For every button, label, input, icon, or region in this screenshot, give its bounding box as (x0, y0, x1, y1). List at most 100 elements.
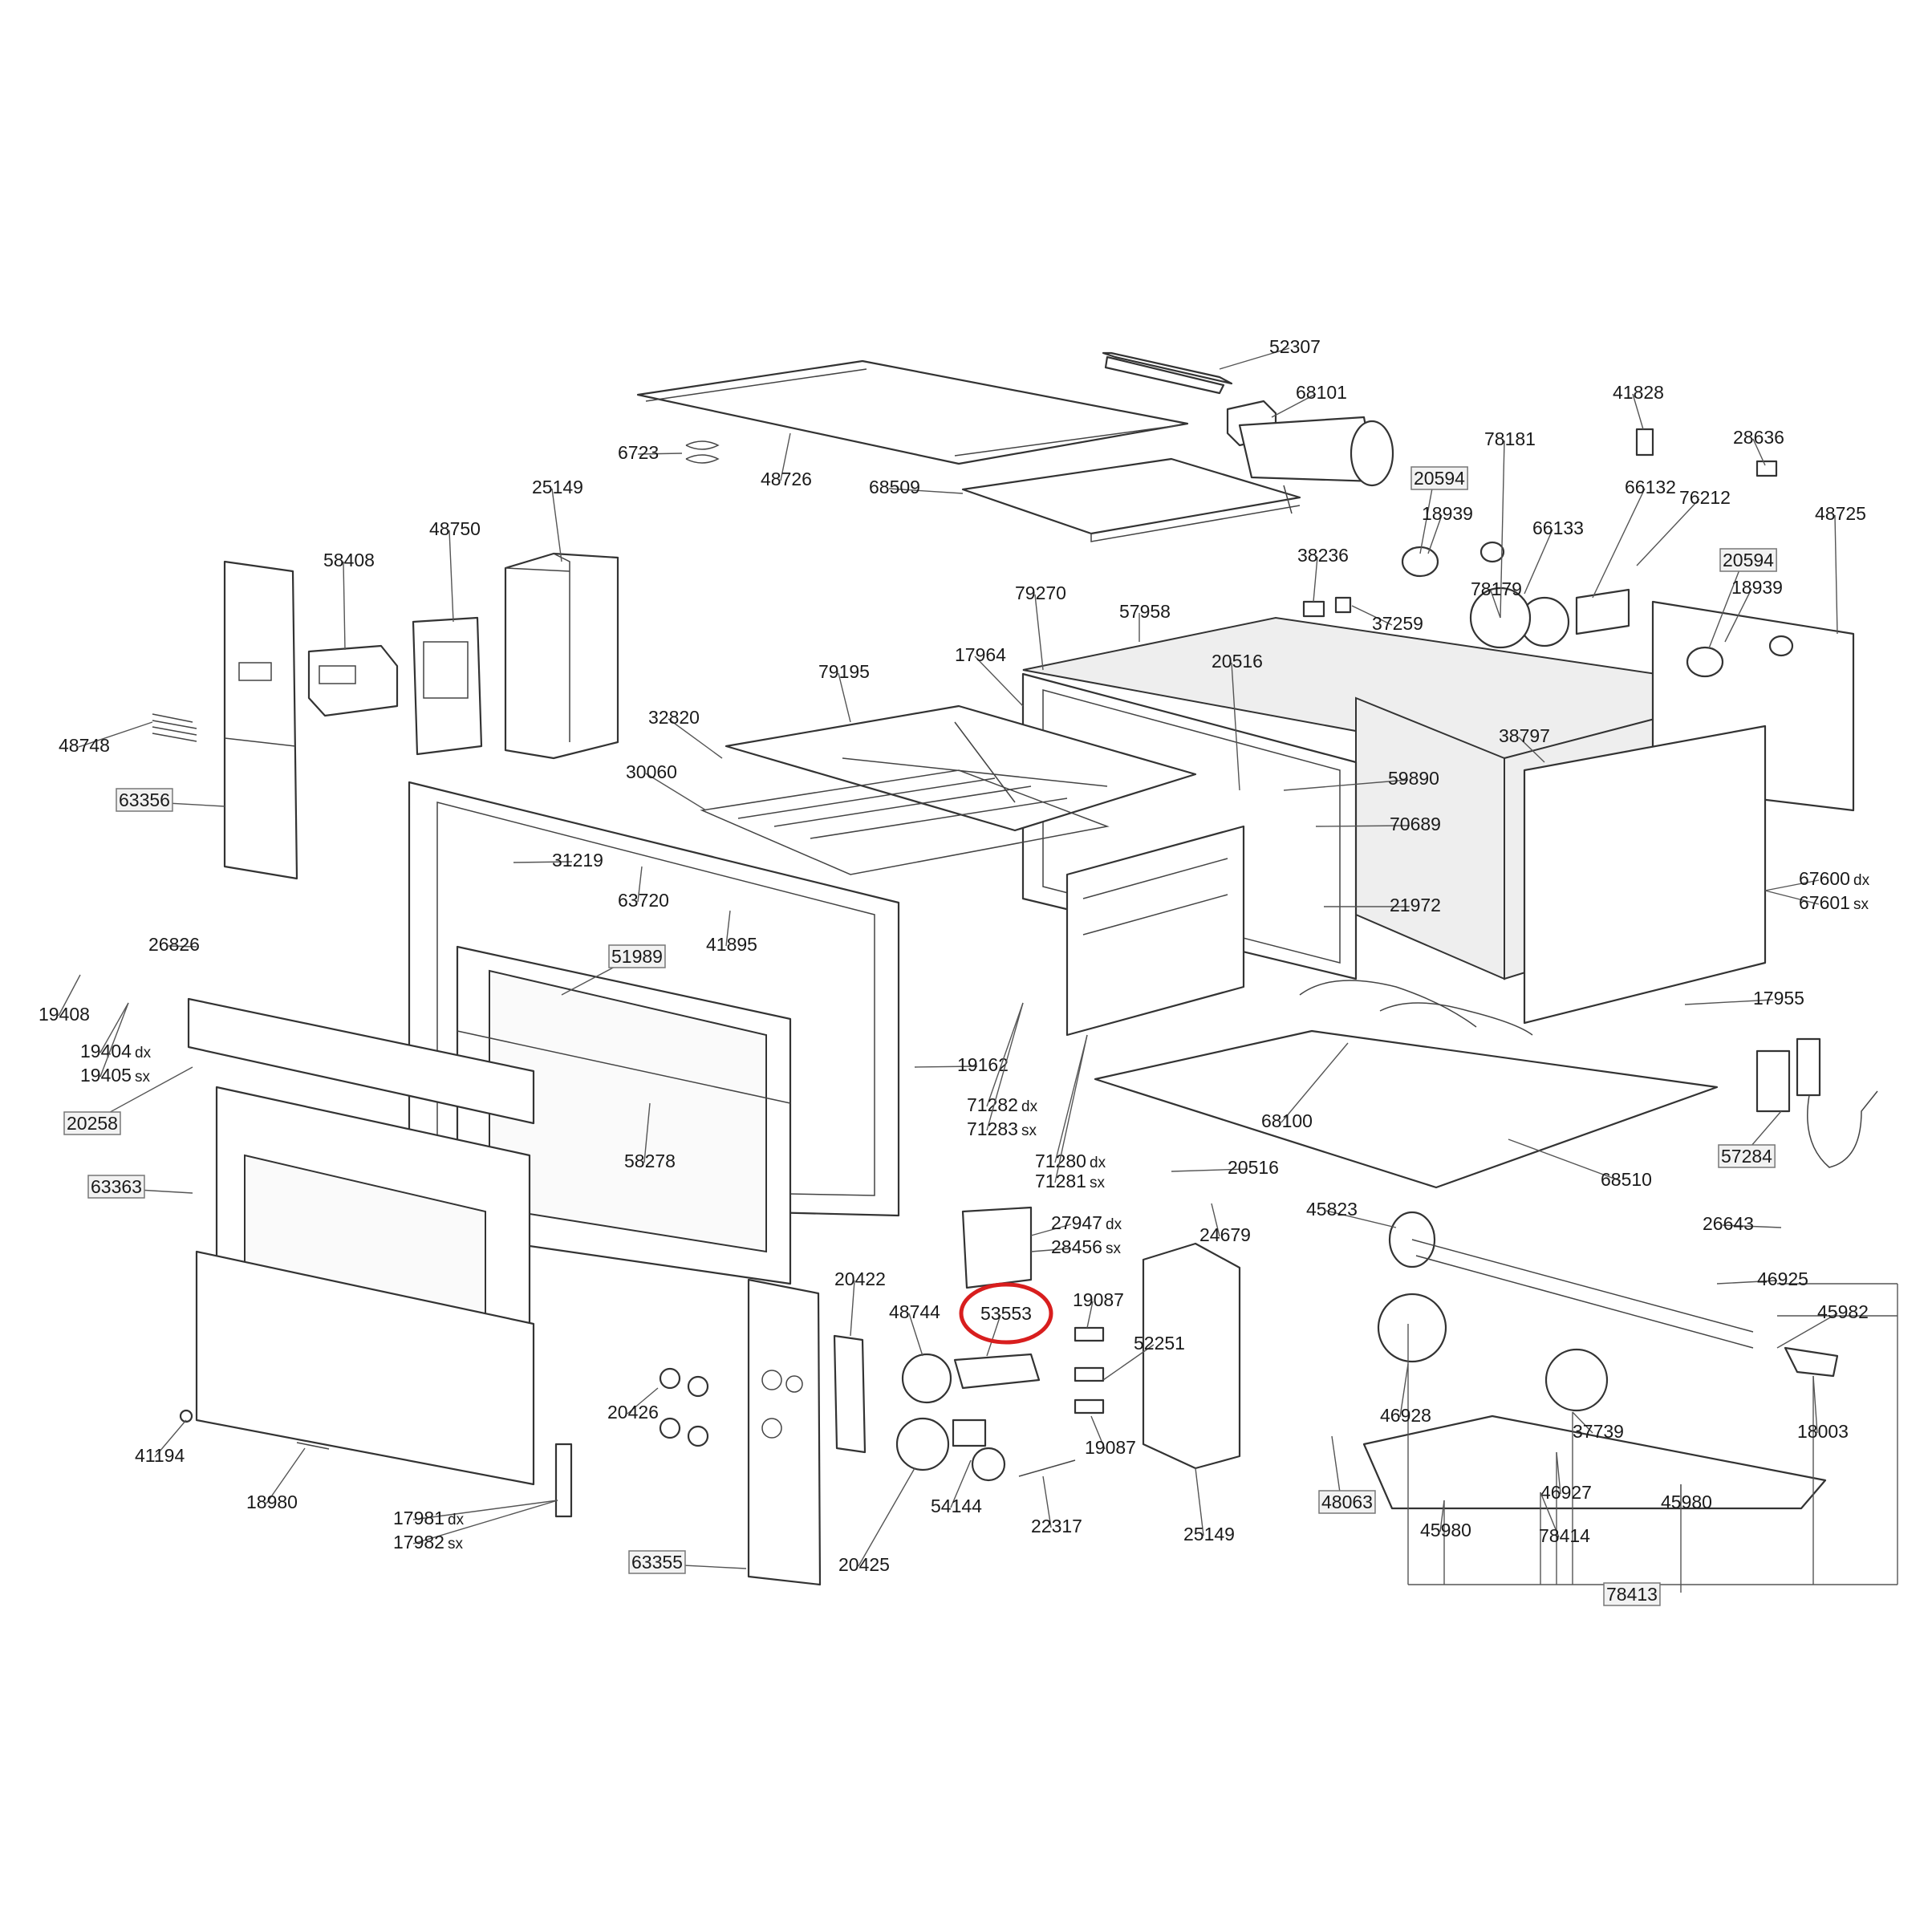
part-label-66133: 66133 (1524, 518, 1584, 595)
screws-18980 (296, 1442, 330, 1450)
leader-line (838, 672, 851, 723)
bottom-plate-68510 (1094, 1029, 1719, 1189)
part-number: 20516 (1228, 1157, 1279, 1178)
cover-25149 (1142, 1242, 1241, 1470)
part-label-20422: 20422 (834, 1268, 886, 1337)
part-number: 78414 (1539, 1525, 1590, 1546)
handle-18003 (1784, 1346, 1839, 1378)
leader-line (986, 1002, 1024, 1107)
part-number: 48750 (429, 518, 481, 539)
leader-line (1351, 605, 1393, 626)
leader-line (1592, 488, 1646, 599)
screws-48748 (152, 713, 197, 742)
leader-line (1752, 438, 1766, 466)
part-number: 18939 (1422, 503, 1473, 524)
terminal-53553 (953, 1353, 1041, 1390)
part-number: 20425 (838, 1554, 890, 1575)
part-label-45982: 45982 (1776, 1301, 1869, 1349)
inner-door-51989 (456, 945, 792, 1285)
part-number: 48748 (59, 735, 110, 756)
part-label-18003: 18003 (1797, 1375, 1849, 1442)
part-label-20425: 20425 (838, 1467, 915, 1575)
part-number: 58278 (624, 1151, 676, 1171)
part-number: 68101 (1296, 382, 1347, 403)
part-number: 20426 (607, 1402, 659, 1423)
part-number: 41895 (706, 934, 757, 955)
part-number: 58408 (323, 550, 375, 570)
part-label-22317: 22317 (1031, 1475, 1082, 1536)
part-number: 18980 (246, 1492, 298, 1512)
cable-22317 (1018, 1459, 1076, 1477)
part-number: 19087 (1085, 1437, 1136, 1458)
part-label-58408: 58408 (323, 550, 375, 651)
leader-line (986, 1314, 1001, 1357)
part-number: 52251 (1134, 1333, 1185, 1354)
part-label-46927: 46927 (1540, 1451, 1592, 1503)
leader-line (950, 1459, 972, 1508)
leader-line (78, 721, 153, 748)
leader-line (1439, 1500, 1445, 1532)
part-label-41895: 41895 (706, 910, 757, 955)
door-bar-20258 (187, 997, 535, 1125)
part-number: 19408 (39, 1004, 90, 1025)
part-label-63356: 63356 (116, 788, 225, 812)
part-label-18939: 18939 (1724, 577, 1783, 643)
part-number: 76212 (1679, 487, 1731, 508)
part-label-19087: 19087 (1073, 1289, 1124, 1329)
part-number: 45980 (1420, 1520, 1471, 1540)
part-label-45823: 45823 (1306, 1199, 1397, 1228)
part-number: 46928 (1380, 1405, 1431, 1426)
part-number: 45982 (1817, 1301, 1869, 1322)
blower-68101 (1226, 400, 1394, 487)
leader-line (725, 910, 731, 947)
side-suffix: dx (1853, 872, 1870, 889)
leader-line (1030, 1224, 1072, 1236)
part-number: 57284 (1721, 1146, 1772, 1167)
leader-line (99, 1002, 129, 1053)
leader-line (643, 1102, 651, 1163)
leader-line (412, 1500, 558, 1520)
leader-line (551, 488, 562, 562)
part-number: 20594 (1723, 550, 1774, 570)
part-label-58278: 58278 (624, 1102, 676, 1171)
part-number: 17981 (393, 1508, 444, 1528)
side-suffix: sx (1021, 1122, 1037, 1139)
leader-line (1195, 1467, 1204, 1536)
part-label-24679: 24679 (1199, 1203, 1251, 1245)
switch-54144 (952, 1419, 1006, 1482)
part-label-45980: 45980 (1661, 1484, 1712, 1512)
side-suffix: sx (448, 1536, 464, 1552)
part-number: 17955 (1753, 988, 1804, 1009)
leader-line (1281, 1042, 1349, 1123)
leader-line (1231, 662, 1240, 791)
part-label-48063: 48063 (1318, 1435, 1376, 1514)
leader-line (888, 488, 964, 494)
element-68100 (1299, 980, 1533, 1036)
leader-line (266, 1447, 306, 1504)
leader-line (850, 1280, 855, 1337)
leader-line (1283, 779, 1409, 791)
part-label-63355: 63355 (628, 1550, 747, 1574)
leader-line (645, 773, 707, 811)
part-label-48725: 48725 (1815, 503, 1866, 635)
boxed-label-frame (1719, 548, 1777, 572)
boxed-label-frame (608, 944, 666, 968)
part-number: 6723 (618, 442, 659, 463)
part-number: 41194 (135, 1445, 185, 1466)
part-number: 63356 (119, 789, 170, 810)
part-number: 79270 (1015, 582, 1066, 603)
boxed-label-frame (1718, 1144, 1776, 1168)
leader-line (1556, 1451, 1561, 1495)
part-number: 26643 (1703, 1213, 1754, 1234)
box-25149 (504, 552, 619, 760)
clips-6723 (685, 440, 720, 464)
leader-line (1419, 479, 1435, 554)
boxed-label-frame (87, 1175, 145, 1199)
part-number: 20594 (1414, 468, 1465, 489)
part-number: 18003 (1797, 1421, 1849, 1442)
leader-line (1034, 594, 1044, 671)
leader-line (1054, 1034, 1088, 1183)
